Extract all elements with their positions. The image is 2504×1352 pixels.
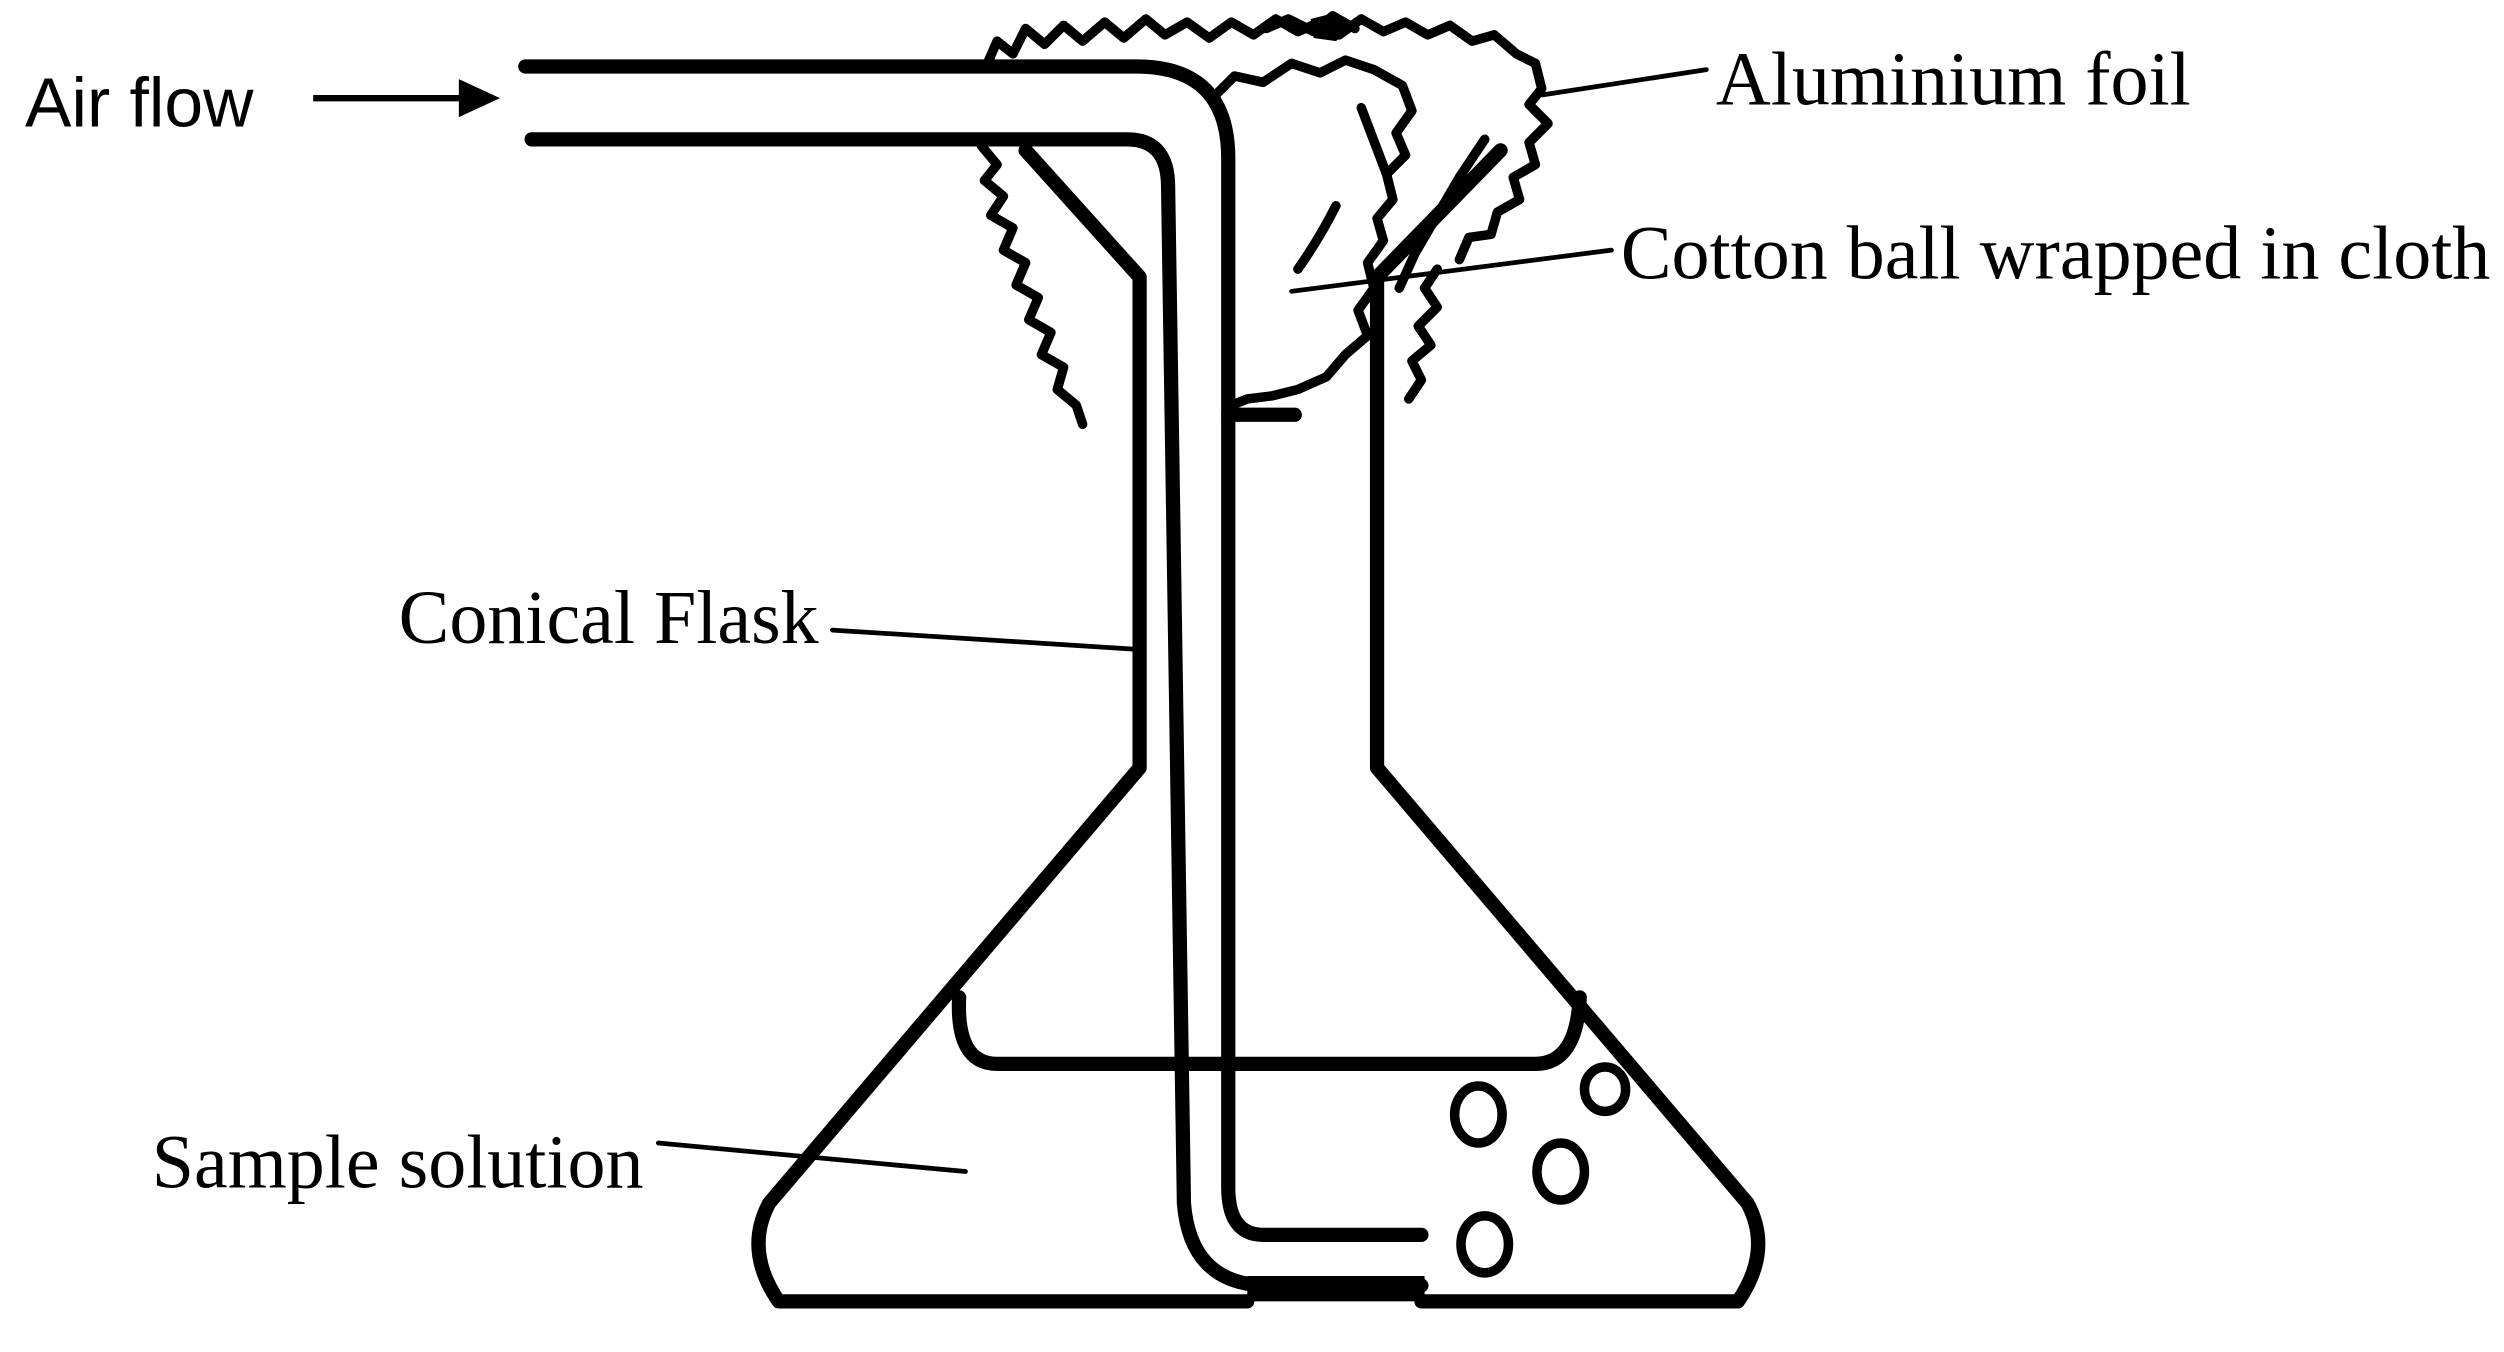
sample-solution-label: Sample solution: [152, 1120, 644, 1204]
cotton-ball-leader: [1289, 247, 1614, 294]
aluminium-foil-label: Aluminium foil: [1716, 37, 2191, 121]
conical-flask: [751, 143, 1766, 1309]
air-flow-label: Air flow: [25, 64, 254, 142]
aluminium-foil-leader: [1539, 67, 1709, 98]
conical-flask-leader: [830, 627, 1136, 652]
sample-solution-leader: [655, 1140, 968, 1174]
cotton-ball-label: Cotton ball wrapped in cloth: [1621, 212, 2490, 296]
air-flow-arrow-icon: [313, 79, 501, 118]
delivery-tube: [518, 59, 1429, 1302]
bubbles: [1449, 1062, 1631, 1278]
conical-flask-label: Conical Flask: [399, 576, 819, 660]
cotton-ball: [1210, 11, 1417, 422]
